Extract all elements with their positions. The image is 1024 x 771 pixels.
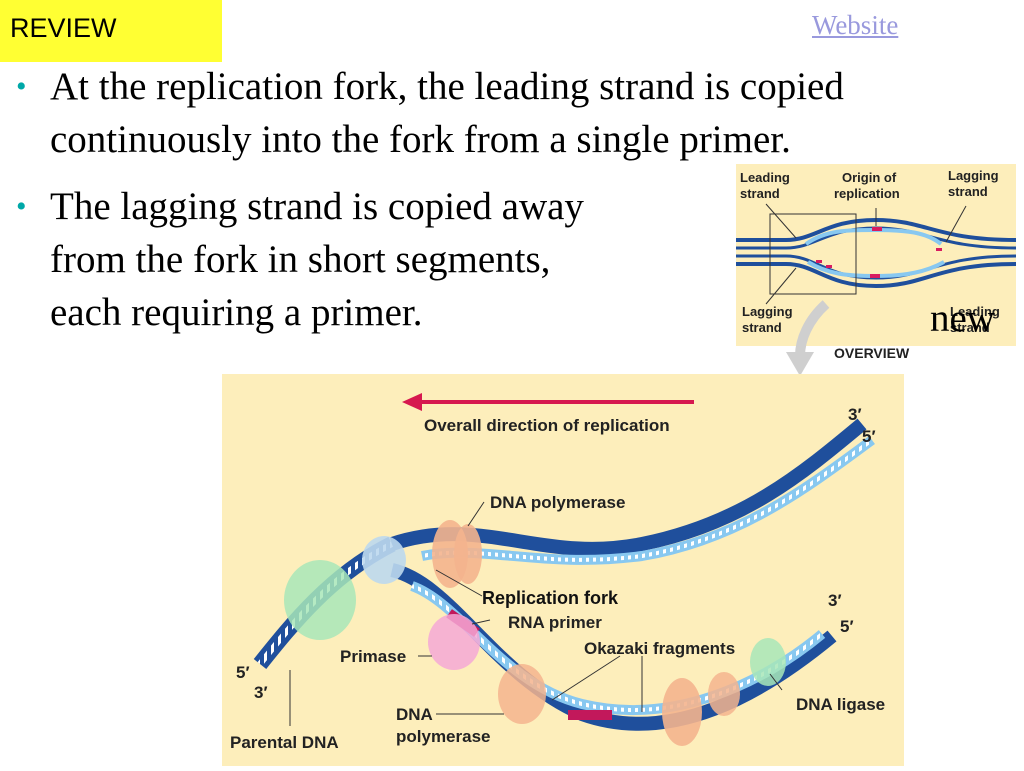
replication-fork-figure: Overall direction of replication xyxy=(222,374,904,766)
bullet-dot-icon: • xyxy=(16,190,27,223)
review-label: REVIEW xyxy=(0,0,222,62)
website-link[interactable]: Website xyxy=(812,10,899,40)
parental-dna-label: Parental DNA xyxy=(230,733,339,752)
overlay-word: new xyxy=(930,297,995,340)
end-3-top: 3′ xyxy=(848,405,862,424)
end-5-top: 5′ xyxy=(862,427,876,446)
bullet-leading-strand: • At the replication fork, the leading s… xyxy=(16,60,990,166)
replication-fork-label: Replication fork xyxy=(482,588,619,608)
bullet-lagging-strand: • The lagging strand is copied away from… xyxy=(16,180,590,339)
end-5-mid: 5′ xyxy=(840,617,854,636)
end-5-left: 5′ xyxy=(236,663,250,682)
direction-label: Overall direction of replication xyxy=(424,416,670,435)
bullet-text: At the replication fork, the leading str… xyxy=(50,65,844,161)
primase-label: Primase xyxy=(340,647,406,666)
bullet-text: The lagging strand is copied away from t… xyxy=(50,185,584,334)
overview-caption: OVERVIEW xyxy=(834,345,910,361)
bullet-dot-icon: • xyxy=(16,70,27,103)
overview-arrow-icon xyxy=(786,300,830,376)
dna-ligase-label: DNA ligase xyxy=(796,695,885,714)
dna-polymerase-top-label: DNA polymerase xyxy=(490,493,625,512)
end-3-left: 3′ xyxy=(254,683,268,702)
rna-primer-label: RNA primer xyxy=(508,613,602,632)
okazaki-fragments-label: Okazaki fragments xyxy=(584,639,735,658)
end-3-mid: 3′ xyxy=(828,591,842,610)
